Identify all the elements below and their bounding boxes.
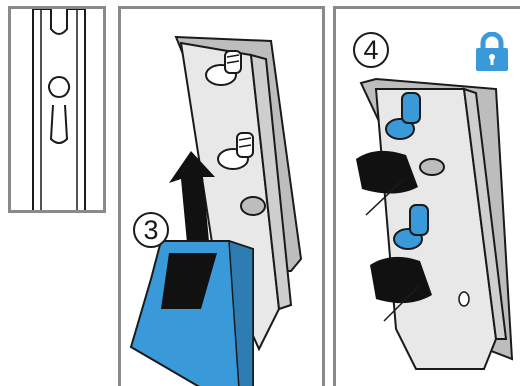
step-number-4: 4 bbox=[353, 32, 389, 68]
rail-keyhole-illustration bbox=[11, 9, 106, 213]
padlock-icon bbox=[474, 32, 510, 72]
step-number-3: 3 bbox=[133, 212, 169, 248]
panel-rail-keyhole bbox=[8, 6, 106, 213]
hanging-illustration bbox=[121, 9, 325, 386]
panel-step-3: 3 bbox=[118, 6, 325, 386]
panel-step-4: 4 bbox=[333, 6, 520, 386]
